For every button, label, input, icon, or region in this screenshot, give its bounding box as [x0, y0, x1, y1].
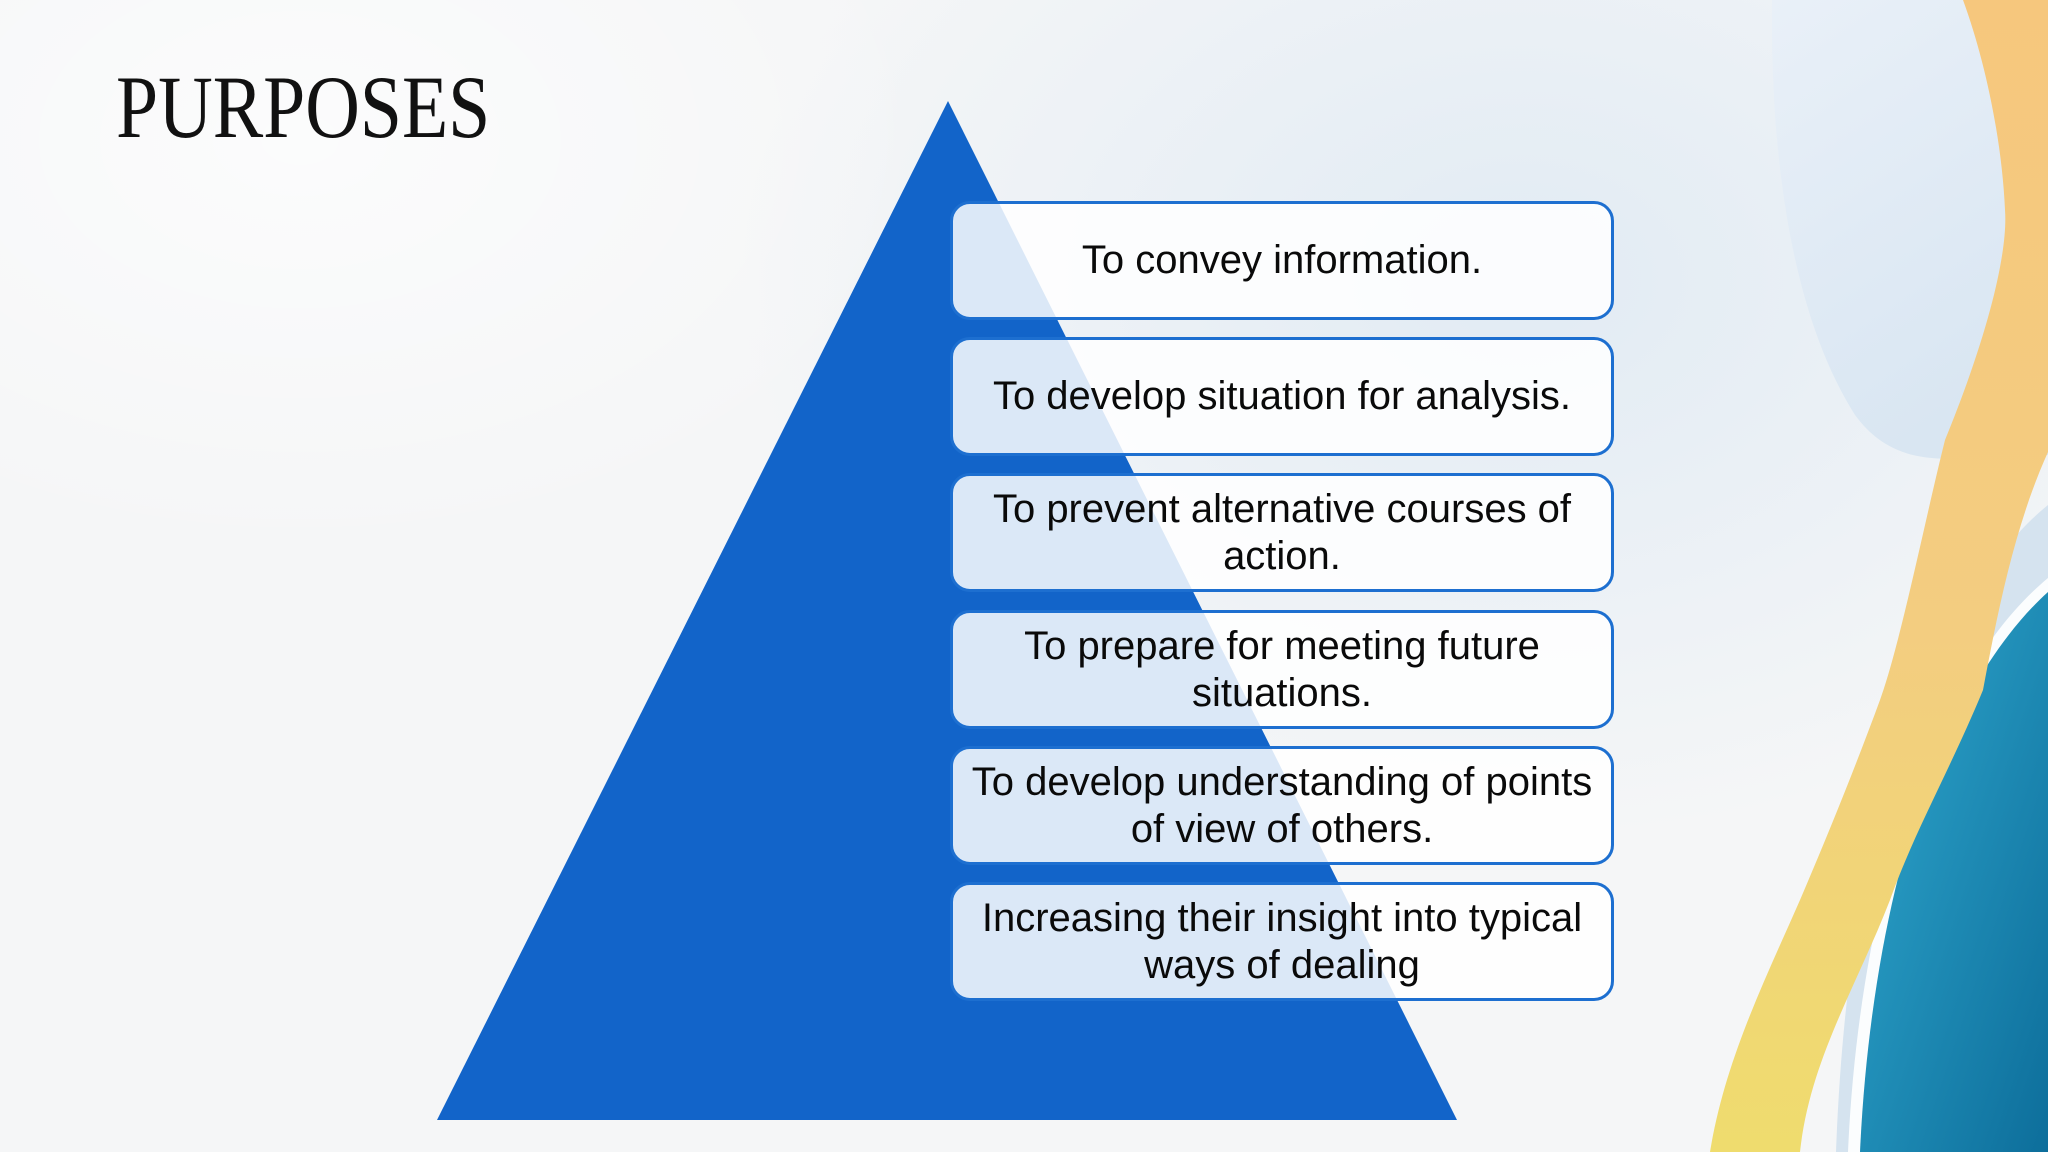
pyramid-item-4: To prepare for meeting future situations…: [950, 610, 1614, 729]
pyramid-item-1: To convey information.: [950, 201, 1614, 320]
pyramid-triangle: [437, 101, 1457, 1120]
pyramid-item-5-label: To develop understanding of points of vi…: [971, 760, 1593, 851]
pyramid-item-3: To prevent alternative courses of action…: [950, 473, 1614, 592]
pyramid-item-5: To develop understanding of points of vi…: [950, 746, 1614, 865]
page-title: PURPOSES: [116, 59, 491, 157]
background-highlight: [0, 0, 950, 560]
decoration-teal-blob: [1860, 592, 2048, 1152]
decoration-pale-blue-top-band: [1771, 0, 2048, 459]
pyramid-item-3-label: To prevent alternative courses of action…: [992, 487, 1572, 578]
pyramid-item-4-label: To prepare for meeting future situations…: [1024, 624, 1540, 715]
pyramid-item-2: To develop situation for analysis.: [950, 337, 1614, 456]
pyramid-item-6: Increasing their insight into typical wa…: [950, 882, 1614, 1001]
pyramid-item-1-label: To convey information.: [1081, 238, 1483, 283]
decoration-orange-band: [1710, 0, 2048, 1152]
pyramid-item-2-label: To develop situation for analysis.: [992, 374, 1572, 419]
pyramid-item-6-label: Increasing their insight into typical wa…: [981, 896, 1583, 987]
